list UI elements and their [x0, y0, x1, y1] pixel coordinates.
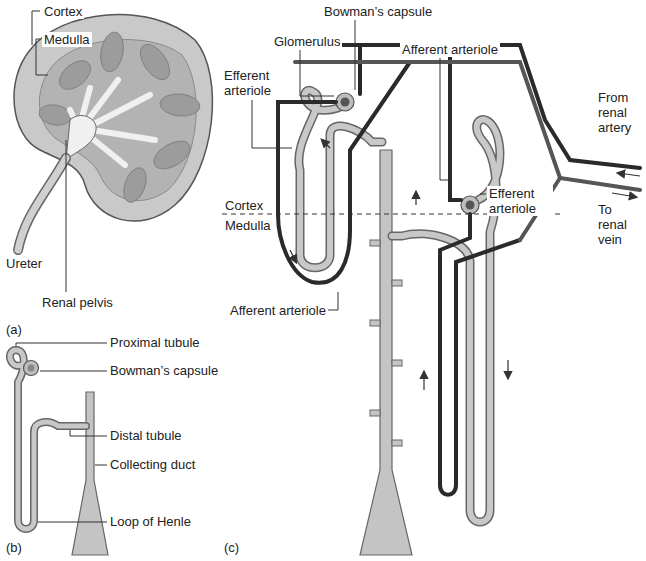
region-label: Cortex [223, 198, 265, 213]
leader-lines-a [32, 11, 66, 292]
blood-vessels [278, 45, 640, 495]
panel-letter: (b) [4, 540, 24, 555]
part-label: Afferent arteriole [228, 303, 328, 318]
part-label: Loop of Henle [108, 514, 193, 529]
region-label: Medulla [223, 218, 273, 233]
part-label: Efferent arteriole [222, 68, 288, 98]
part-label: Ureter [4, 256, 44, 271]
region-label: Cortex [42, 4, 84, 19]
region-label: Medulla [42, 32, 92, 47]
part-label: Renal pelvis [40, 295, 115, 310]
part-label: Bowman’s capsule [108, 363, 220, 378]
kidney-section [14, 15, 212, 250]
vessel-label: From renal artery [596, 90, 642, 135]
leader-lines-c [252, 20, 486, 310]
part-label: Bowman’s capsule [322, 4, 434, 19]
vessel-label: To renal vein [596, 202, 642, 247]
nephron-detailed [299, 90, 500, 555]
flow-arrows [290, 140, 640, 390]
leader-lines-b [16, 343, 107, 522]
part-label: Collecting duct [108, 457, 197, 472]
part-label: Glomerulus [272, 34, 342, 49]
part-label: Proximal tubule [108, 335, 202, 350]
nephron-simple [10, 350, 108, 555]
part-label: Distal tubule [108, 428, 184, 443]
part-label: Afferent arteriole [400, 42, 500, 57]
part-label: Efferent arteriole [487, 186, 553, 216]
panel-letter: (a) [4, 322, 24, 337]
panel-letter: (c) [222, 540, 241, 555]
